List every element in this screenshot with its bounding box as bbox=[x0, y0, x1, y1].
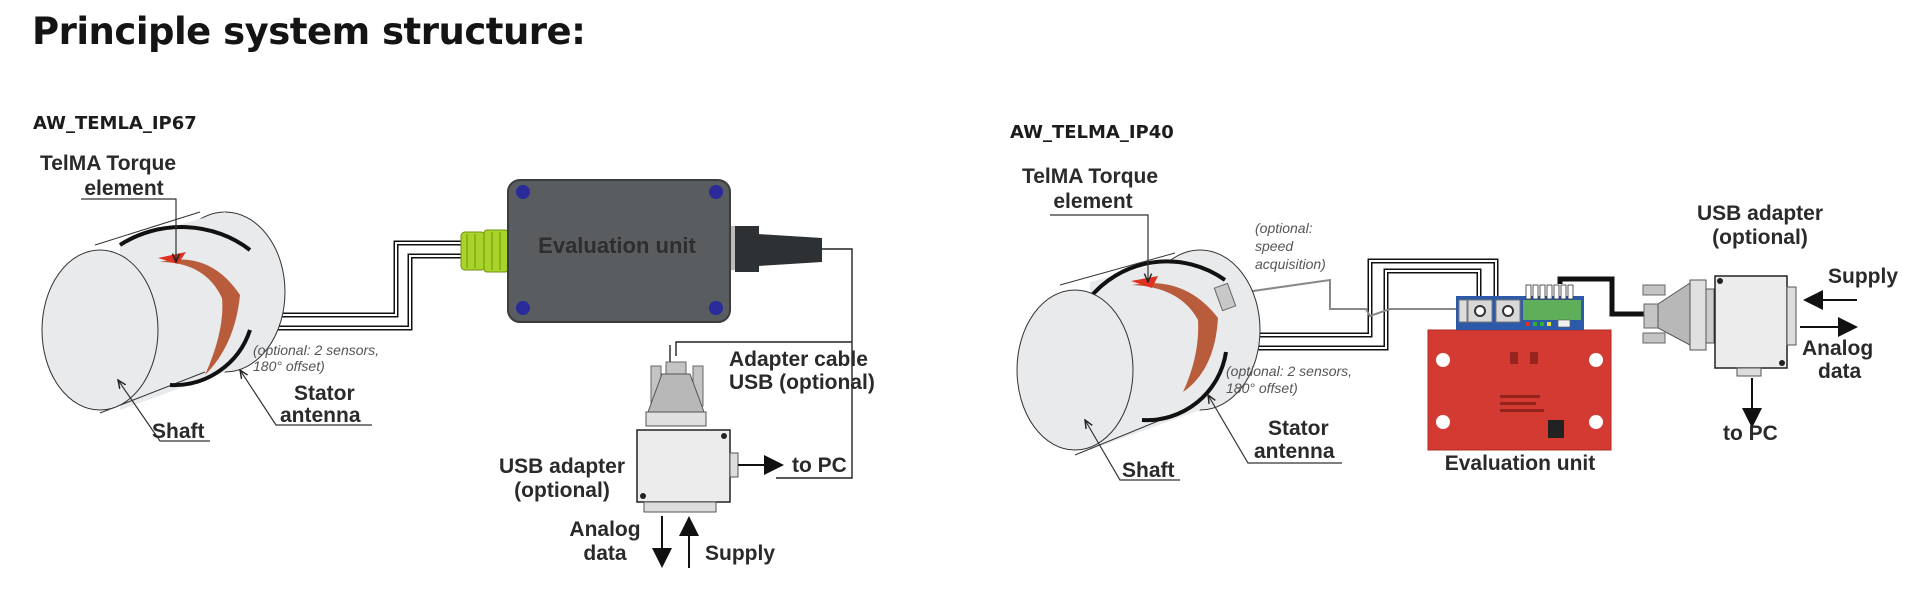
label-usb-adapter: USB adapter bbox=[499, 455, 625, 478]
svg-text:Shaft: Shaft bbox=[152, 420, 205, 443]
usb-adapter-ip67 bbox=[636, 345, 739, 513]
usb-adapter-ip40 bbox=[1642, 275, 1797, 377]
svg-text:Evaluation unit: Evaluation unit bbox=[1445, 452, 1596, 475]
svg-text:antenna: antenna bbox=[1254, 440, 1335, 463]
variant-title-ip40: AW_TELMA_IP40 bbox=[1010, 122, 1174, 143]
label-usb-adapter-ip40: USB adapter bbox=[1697, 202, 1823, 225]
label-analog-ip40: Analog bbox=[1802, 337, 1873, 360]
label-optional-sensors-ip40-2: 180° offset) bbox=[1226, 380, 1298, 396]
stator-band bbox=[160, 259, 240, 375]
svg-text:to PC: to PC bbox=[1723, 422, 1778, 445]
label-analog-ip40-2: data bbox=[1818, 360, 1862, 383]
svg-text:(optional: 2 sensors,: (optional: 2 sensors, bbox=[1226, 363, 1352, 379]
torque-sensor-element-ip40 bbox=[1131, 276, 1158, 288]
stator-band-ip40 bbox=[1132, 283, 1218, 392]
label-antenna: antenna bbox=[280, 404, 361, 427]
label-speed-3: acquisition) bbox=[1255, 256, 1326, 272]
svg-text:Supply: Supply bbox=[1828, 265, 1898, 288]
label-usb-adapter-ip40-2: (optional) bbox=[1712, 226, 1808, 249]
svg-text:antenna: antenna bbox=[280, 404, 361, 427]
label-shaft: Shaft bbox=[152, 420, 205, 443]
label-optional-sensors-2: 180° offset) bbox=[253, 358, 325, 374]
svg-text:(optional:: (optional: bbox=[1255, 220, 1313, 236]
label-optional-sensors-ip40: (optional: 2 sensors, bbox=[1226, 363, 1352, 379]
m12-connector bbox=[460, 229, 509, 273]
svg-text:data: data bbox=[1818, 360, 1862, 383]
shaft-illustration-ip40 bbox=[1016, 249, 1261, 456]
sensor-cable-ip40 bbox=[1224, 258, 1499, 351]
svg-text:acquisition): acquisition) bbox=[1255, 256, 1326, 272]
svg-text:element: element bbox=[1053, 190, 1132, 213]
svg-text:180° offset): 180° offset) bbox=[253, 358, 325, 374]
label-speed-2: speed bbox=[1255, 238, 1294, 254]
svg-text:to PC: to PC bbox=[792, 454, 847, 477]
svg-text:Analog: Analog bbox=[569, 518, 640, 541]
label-torque-element-2: element bbox=[84, 177, 163, 200]
label-optional-sensors: (optional: 2 sensors, bbox=[253, 342, 379, 358]
svg-text:Evaluation unit: Evaluation unit bbox=[538, 233, 696, 258]
shaft-illustration bbox=[41, 211, 286, 414]
label-torque-element-ip40-2: element bbox=[1053, 190, 1132, 213]
speed-sensor bbox=[1213, 282, 1237, 312]
svg-text:USB adapter: USB adapter bbox=[499, 455, 625, 478]
svg-text:USB adapter: USB adapter bbox=[1697, 202, 1823, 225]
svg-text:(optional): (optional) bbox=[514, 479, 610, 502]
label-evaluation-unit-ip40: Evaluation unit bbox=[1445, 452, 1596, 475]
label-torque-element-ip40: TelMA Torque bbox=[1022, 165, 1158, 188]
svg-text:data: data bbox=[583, 542, 627, 565]
label-to-pc: to PC bbox=[792, 454, 847, 477]
usb-cable-ip40 bbox=[1557, 276, 1652, 317]
svg-text:Stator: Stator bbox=[1268, 417, 1329, 440]
sensor-cable bbox=[252, 240, 465, 331]
label-evaluation-unit: Evaluation unit bbox=[538, 233, 696, 258]
label-analog: Analog bbox=[569, 518, 640, 541]
svg-text:180° offset): 180° offset) bbox=[1226, 380, 1298, 396]
svg-text:TelMA Torque: TelMA Torque bbox=[1022, 165, 1158, 188]
svg-text:speed: speed bbox=[1255, 238, 1294, 254]
svg-text:TelMA Torque: TelMA Torque bbox=[40, 152, 176, 175]
label-stator: Stator bbox=[294, 382, 355, 405]
diagram-ip67: TelMA Torque element (optional: 2 sensor… bbox=[40, 152, 875, 568]
svg-text:USB (optional): USB (optional) bbox=[729, 371, 875, 394]
evaluation-unit-ip67: Evaluation unit bbox=[507, 179, 731, 323]
label-to-pc-ip40: to PC bbox=[1723, 422, 1778, 445]
svg-text:Shaft: Shaft bbox=[1122, 459, 1175, 482]
svg-text:(optional: 2 sensors,: (optional: 2 sensors, bbox=[253, 342, 379, 358]
svg-text:Analog: Analog bbox=[1802, 337, 1873, 360]
page-title: Principle system structure: bbox=[32, 10, 586, 53]
output-cable-gland bbox=[675, 226, 853, 479]
label-analog-2: data bbox=[583, 542, 627, 565]
svg-text:Supply: Supply bbox=[705, 542, 775, 565]
svg-text:Stator: Stator bbox=[294, 382, 355, 405]
label-adapter-cable-2: USB (optional) bbox=[729, 371, 875, 394]
label-shaft-ip40: Shaft bbox=[1122, 459, 1175, 482]
label-speed: (optional: bbox=[1255, 220, 1313, 236]
label-supply-ip40: Supply bbox=[1828, 265, 1898, 288]
variant-title-ip67: AW_TEMLA_IP67 bbox=[33, 113, 197, 134]
svg-text:(optional): (optional) bbox=[1712, 226, 1808, 249]
label-adapter-cable: Adapter cable bbox=[729, 348, 868, 371]
label-supply: Supply bbox=[705, 542, 775, 565]
svg-text:element: element bbox=[84, 177, 163, 200]
label-torque-element: TelMA Torque bbox=[40, 152, 176, 175]
evaluation-unit-ip40: Evaluation unit bbox=[1427, 284, 1612, 475]
label-usb-adapter-2: (optional) bbox=[514, 479, 610, 502]
label-antenna-ip40: antenna bbox=[1254, 440, 1335, 463]
label-stator-ip40: Stator bbox=[1268, 417, 1329, 440]
svg-text:Adapter cable: Adapter cable bbox=[729, 348, 868, 371]
